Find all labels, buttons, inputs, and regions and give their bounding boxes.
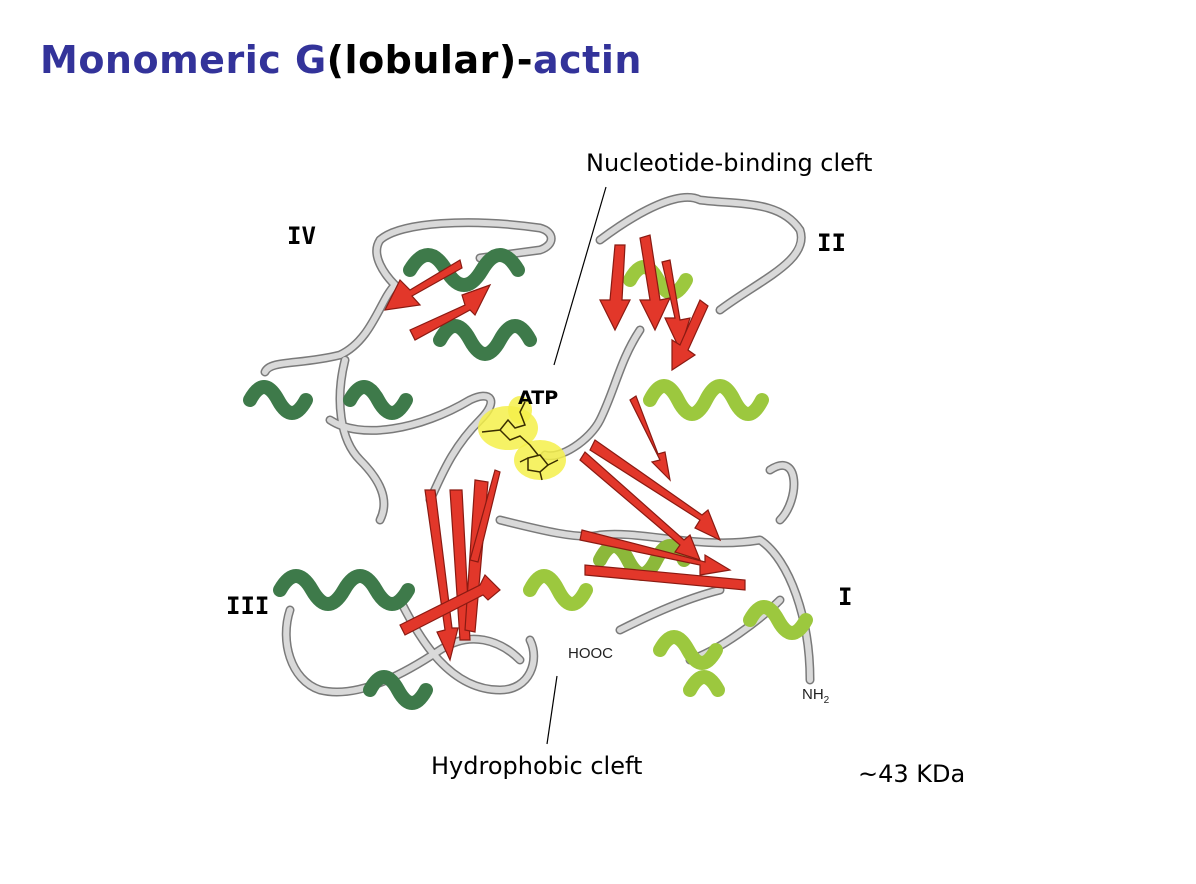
dark-green-helices	[243, 248, 537, 710]
atp-molecule	[478, 396, 566, 481]
nucleotide-cleft-leader-line	[553, 186, 607, 366]
subdomain-i-label: I	[838, 583, 853, 611]
title-lobular: (lobular)-	[326, 38, 533, 82]
n-terminus-subscript: 2	[823, 695, 830, 706]
title-monomeric: Monomeric	[40, 38, 295, 82]
c-terminus-label: HOOC	[568, 645, 613, 662]
hydrophobic-cleft-label: Hydrophobic cleft	[431, 752, 643, 780]
hydrophobic-cleft-leader-line	[546, 675, 558, 745]
page-title: Monomeric G(lobular)-actin	[40, 38, 642, 82]
n-terminus-label: NH2	[802, 686, 829, 706]
title-g: G	[294, 38, 327, 82]
molecular-weight-label: ~43 KDa	[858, 760, 966, 788]
subdomain-ii-label: II	[817, 229, 846, 257]
beta-sheets	[383, 234, 746, 662]
title-actin: actin	[532, 38, 642, 82]
n-terminus-base: NH	[802, 686, 824, 703]
nucleotide-binding-cleft-label: Nucleotide-binding cleft	[586, 149, 873, 177]
subdomain-iv-label: IV	[287, 222, 316, 250]
atp-label: ATP	[518, 387, 559, 409]
subdomain-iii-label: III	[226, 592, 270, 620]
